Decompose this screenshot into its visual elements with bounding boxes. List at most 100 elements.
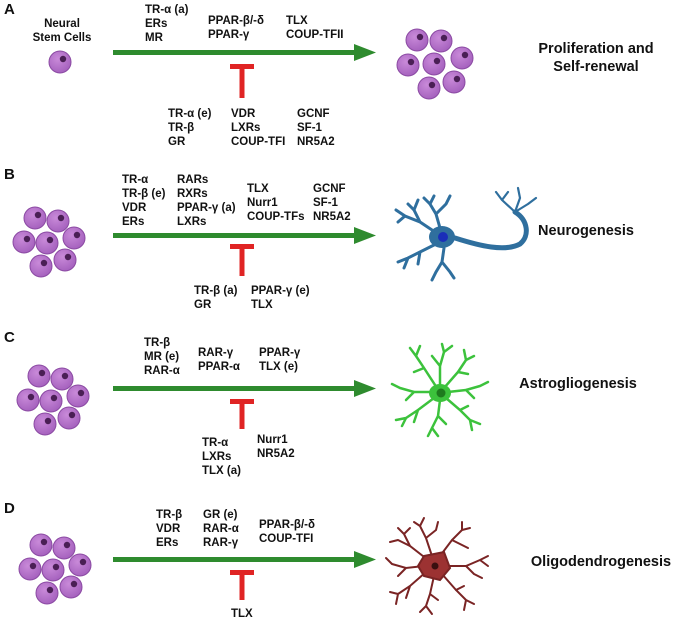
receptor-label: NR5A2 <box>297 136 335 148</box>
receptor-label: RXRs <box>177 188 208 200</box>
inhibition-symbol <box>230 399 254 429</box>
receptor-label: GR <box>168 136 186 148</box>
receptor-label: PPAR-β/-δ <box>208 15 264 27</box>
receptor-label: COUP-TFII <box>286 29 344 41</box>
receptor-label: VDR <box>231 108 256 120</box>
panel-letter: D <box>4 500 15 517</box>
receptor-label: TR-β <box>168 122 194 134</box>
receptor-label: PPAR-γ <box>208 29 250 41</box>
receptor-label: NR5A2 <box>257 448 295 460</box>
receptor-label: TR-β <box>156 509 182 521</box>
receptor-label: TLX <box>231 608 253 620</box>
receptor-label: PPAR-β/-δ <box>259 519 315 531</box>
inhibitor-group: TR-α LXRs TLX (a) <box>202 437 241 477</box>
receptor-label: SF-1 <box>297 122 323 134</box>
outcome-label: Astrogliogenesis <box>519 376 637 392</box>
receptor-label: PPAR-γ <box>259 347 301 359</box>
promoter-group: TR-α (a) ERs MR <box>145 4 189 44</box>
single-stem-cell <box>48 50 72 74</box>
receptor-label: TR-β (e) <box>122 188 166 200</box>
receptor-label: ERs <box>145 18 167 30</box>
receptor-label: TR-α (e) <box>168 108 212 120</box>
stem-cell-label-line: Neural <box>44 18 80 30</box>
receptor-label: RAR-γ <box>198 347 234 359</box>
inhibition-symbol <box>230 64 254 98</box>
inhibitor-group: PPAR-γ (e) TLX <box>251 285 310 311</box>
promoter-group: GCNF SF-1 NR5A2 <box>313 183 351 223</box>
neuron-illustration <box>394 186 538 282</box>
receptor-label: ERs <box>122 216 144 228</box>
receptor-label: GR (e) <box>203 509 238 521</box>
panel-letter: B <box>4 166 15 183</box>
panel-letter: A <box>4 1 15 18</box>
inhibitor-group: VDR LXRs COUP-TFI <box>231 108 285 148</box>
receptor-label: VDR <box>156 523 181 535</box>
receptor-label: MR (e) <box>144 351 179 363</box>
receptor-label: GR <box>194 299 212 311</box>
receptor-label: COUP-TFI <box>259 533 313 545</box>
stem-cell-label: Neural Stem Cells <box>33 18 92 44</box>
receptor-label: GCNF <box>313 183 346 195</box>
receptor-label: Nurr1 <box>257 434 288 446</box>
panel-d: D TR-β VDR ERs GR (e) RAR-α RAR-γ PPAR-β… <box>4 500 671 620</box>
promoter-group: PPAR-β/-δ COUP-TFI <box>259 519 315 545</box>
outcome-label: Proliferation and Self-renewal <box>538 41 653 75</box>
inhibitor-group: Nurr1 NR5A2 <box>257 434 295 460</box>
receptor-label: TLX <box>286 15 308 27</box>
panel-b: B TR-α TR-β (e) VDR ERs RARs RXRs PPAR-γ… <box>4 166 634 311</box>
promoter-group: TR-β MR (e) RAR-α <box>144 337 180 377</box>
receptor-label: ERs <box>156 537 178 549</box>
oligodendrocyte-illustration <box>385 517 489 615</box>
promoter-group: TR-β VDR ERs <box>156 509 182 549</box>
receptor-label: TLX <box>251 299 273 311</box>
promoter-group: TLX COUP-TFII <box>286 15 344 41</box>
inhibitor-group: GCNF SF-1 NR5A2 <box>297 108 335 148</box>
receptor-label: RAR-α <box>144 365 180 377</box>
receptor-label: COUP-TFs <box>247 211 305 223</box>
receptor-label: TR-β (a) <box>194 285 238 297</box>
panel-c: C TR-β MR (e) RAR-α RAR-γ PPAR-α PPAR-γ … <box>4 329 637 477</box>
outcome-label: Neurogenesis <box>538 223 634 239</box>
promoter-group: PPAR-β/-δ PPAR-γ <box>208 15 264 41</box>
receptor-label: NR5A2 <box>313 211 351 223</box>
receptor-label: RAR-γ <box>203 537 239 549</box>
inhibitor-group: TR-α (e) TR-β GR <box>168 108 212 148</box>
inhibitor-group: TLX <box>231 608 253 620</box>
receptor-label: LXRs <box>202 451 231 463</box>
stem-cell-label-line: Stem Cells <box>33 32 92 44</box>
differentiation-arrow <box>113 551 376 568</box>
receptor-label: RARs <box>177 174 208 186</box>
inhibition-symbol <box>230 244 254 276</box>
inhibitor-group: TR-β (a) GR <box>194 285 238 311</box>
receptor-label: TR-α <box>202 437 228 449</box>
receptor-label: TR-α (a) <box>145 4 189 16</box>
receptor-label: PPAR-γ (a) <box>177 202 236 214</box>
receptor-label: TR-β <box>144 337 170 349</box>
receptor-label: TLX (a) <box>202 465 241 477</box>
stem-cell-cluster <box>18 533 92 605</box>
promoter-group: TR-α TR-β (e) VDR ERs <box>122 174 166 228</box>
promoter-group: RARs RXRs PPAR-γ (a) LXRs <box>177 174 236 228</box>
outcome-label-line: Proliferation and <box>538 41 653 57</box>
differentiation-arrow <box>113 227 376 244</box>
receptor-label: TR-α <box>122 174 148 186</box>
receptor-label: PPAR-α <box>198 361 240 373</box>
promoter-group: RAR-γ PPAR-α <box>198 347 240 373</box>
receptor-label: Nurr1 <box>247 197 278 209</box>
receptor-label: TLX <box>247 183 269 195</box>
receptor-label: LXRs <box>231 122 260 134</box>
promoter-group: PPAR-γ TLX (e) <box>259 347 301 373</box>
outcome-label: Oligodendrogenesis <box>531 554 671 570</box>
receptor-label: SF-1 <box>313 197 339 209</box>
receptor-label: VDR <box>122 202 147 214</box>
stem-cell-cluster <box>396 28 474 100</box>
stem-cell-cluster <box>12 206 86 278</box>
stem-cell-cluster <box>16 364 90 436</box>
differentiation-arrow <box>113 44 376 61</box>
panel-letter: C <box>4 329 15 346</box>
promoter-group: TLX Nurr1 COUP-TFs <box>247 183 305 223</box>
receptor-label: COUP-TFI <box>231 136 285 148</box>
receptor-label: GCNF <box>297 108 330 120</box>
receptor-label: LXRs <box>177 216 206 228</box>
